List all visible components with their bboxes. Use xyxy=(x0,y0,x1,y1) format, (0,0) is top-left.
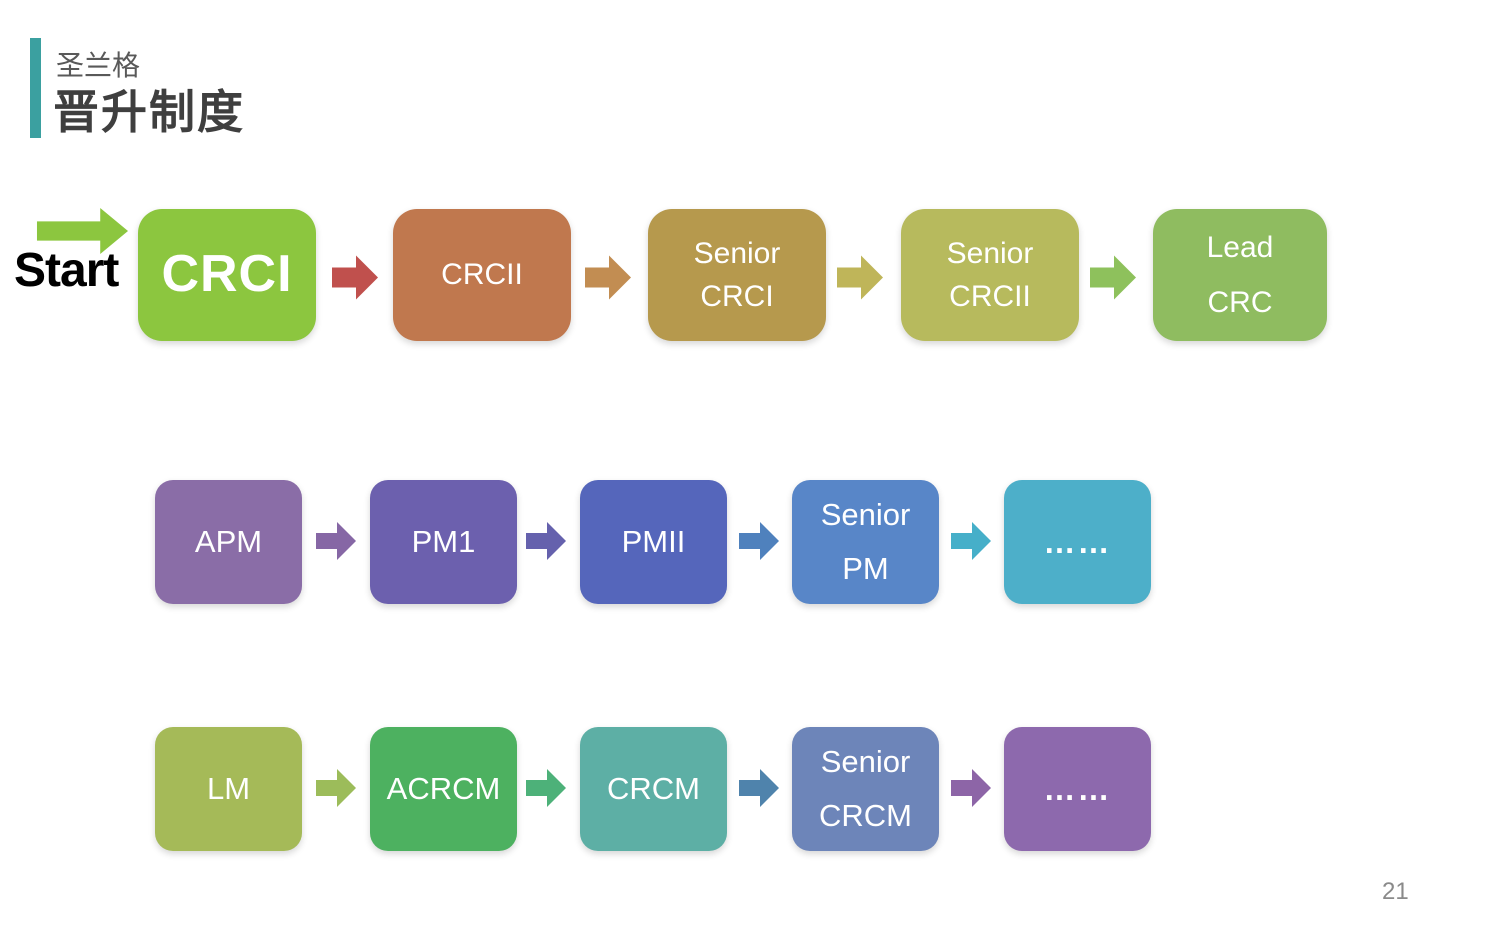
flow-arrow-icon xyxy=(951,769,991,807)
stage-box-apm: APM xyxy=(155,480,302,604)
flow-arrow-icon xyxy=(526,522,566,560)
flow-arrow-icon xyxy=(951,522,991,560)
stage-box-crcm-more: …… xyxy=(1004,727,1151,851)
stage-label: APM xyxy=(194,524,263,560)
flow-arrow-icon xyxy=(585,255,631,300)
slide-header: 圣兰格 晋升制度 xyxy=(0,0,1500,160)
slide-subtitle: 圣兰格 xyxy=(56,50,141,81)
page-title: 晋升制度 xyxy=(53,86,245,138)
stage-box-pm1: PM1 xyxy=(370,480,517,604)
stage-box-senior-crcii: Senior CRCII xyxy=(901,209,1079,341)
flow-arrow-icon xyxy=(739,522,779,560)
stage-label: CRCII xyxy=(441,258,523,292)
stage-label: …… xyxy=(1043,523,1112,560)
stage-box-senior-pm: Senior PM xyxy=(792,480,939,604)
flow-arrow-icon xyxy=(526,769,566,807)
stage-box-crcm: CRCM xyxy=(580,727,727,851)
stage-label: LM xyxy=(206,771,251,807)
stage-label: CRCM xyxy=(607,771,700,807)
stage-label: Lead xyxy=(1206,230,1274,264)
flow-arrow-icon xyxy=(316,769,356,807)
start-label: Start xyxy=(14,244,119,297)
stage-label: Senior xyxy=(946,236,1034,270)
start-arrow-icon xyxy=(36,208,129,254)
stage-label: PM xyxy=(842,551,889,586)
stage-label: PM1 xyxy=(411,524,476,560)
stage-label: CRC xyxy=(1207,286,1273,319)
stage-label: PMII xyxy=(621,524,686,560)
stage-box-pm-more: …… xyxy=(1004,480,1151,604)
accent-bar xyxy=(30,38,41,138)
stage-box-senior-crci: Senior CRCI xyxy=(648,209,826,341)
stage-box-crcii: CRCII xyxy=(393,209,571,341)
stage-label: CRCI xyxy=(161,245,293,304)
flow-arrow-icon xyxy=(837,255,883,300)
flow-arrow-icon xyxy=(1090,255,1136,300)
stage-label: CRCI xyxy=(700,280,774,313)
stage-label: Senior xyxy=(820,496,911,532)
stage-label: CRCII xyxy=(949,280,1031,313)
stage-box-lead-crc: Lead CRC xyxy=(1153,209,1327,341)
flow-arrow-icon xyxy=(316,522,356,560)
stage-box-pmii: PMII xyxy=(580,480,727,604)
flow-arrow-icon xyxy=(739,769,779,807)
stage-label: ACRCM xyxy=(386,771,501,807)
flow-arrow-icon xyxy=(332,255,378,300)
crc-track: Start CRCI CRCII Senior CRCI Senior CRCI… xyxy=(0,208,1500,341)
stage-label: Senior xyxy=(820,743,911,779)
stage-box-senior-crcm: Senior CRCM xyxy=(792,727,939,851)
stage-label: Senior xyxy=(693,236,781,270)
stage-label: …… xyxy=(1043,770,1112,807)
stage-box-lm: LM xyxy=(155,727,302,851)
stage-box-crci: CRCI xyxy=(138,209,316,341)
stage-box-acrcm: ACRCM xyxy=(370,727,517,851)
crcm-track: LM ACRCM CRCM Senior CRCM …… xyxy=(0,727,1500,851)
pm-track: APM PM1 PMII Senior PM …… xyxy=(0,480,1500,604)
stage-label: CRCM xyxy=(819,798,912,833)
page-number: 21 xyxy=(1382,878,1409,905)
